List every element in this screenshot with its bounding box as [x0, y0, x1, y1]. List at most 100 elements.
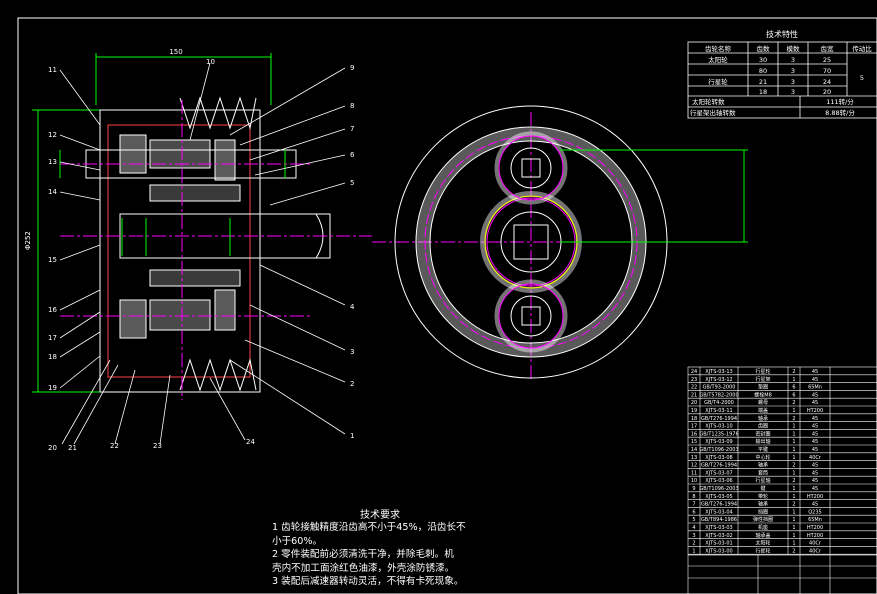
parts-list-cell: 弹性挡圈: [753, 516, 773, 523]
parts-list-cell: 1: [792, 517, 795, 523]
balloon-labels-right: 9 8 7 6 5 4 3 2 1: [350, 64, 355, 440]
balloon-labels-left: 11 12 13 14 15 16 17 18 19: [48, 66, 57, 392]
parts-list-cell: 18: [691, 416, 697, 422]
parts-list-cell: 挡圈: [758, 508, 768, 515]
parts-list-cell: 45: [812, 439, 818, 445]
balloon-8: 8: [350, 102, 354, 110]
parts-list-cell: 15: [691, 439, 697, 445]
tech-line-2: 小于60%。: [272, 535, 323, 547]
spec-header-1: 齿数: [757, 44, 771, 53]
parts-list-cell: GB/T276-1994: [701, 502, 737, 508]
parts-list-cell: 22: [691, 385, 697, 391]
parts-list-cell: 3: [692, 533, 695, 539]
spec-cell: 18: [759, 88, 767, 96]
parts-list-cell: 6: [792, 392, 795, 398]
parts-list-cell: 45: [812, 502, 818, 508]
spec-cell: 21: [759, 78, 767, 86]
balloon-19: 19: [48, 384, 57, 392]
spec-cell: 20: [823, 88, 831, 96]
parts-list-cell: 40Cr: [809, 455, 822, 461]
speed-label: 行星架出轴转数: [690, 108, 736, 117]
spec-table: [687, 41, 877, 119]
parts-list-cell: XJTS-03-06: [705, 478, 732, 484]
tech-requirements-text: 1 齿轮接触精度沿齿高不小于45%，沿齿长不 小于60%。 2 零件装配前必须清…: [272, 521, 502, 589]
balloon-24: 24: [246, 438, 255, 446]
parts-list-cell: XJTS-03-10: [705, 424, 732, 430]
parts-list-cell: 45: [812, 447, 818, 453]
parts-list-cell: GB/T894-1986: [701, 517, 737, 523]
dimension-left-height: Φ252: [24, 231, 32, 250]
parts-list-cell: XJTS-03-09: [705, 439, 732, 445]
parts-list-cell: 键: [760, 485, 765, 492]
parts-list-grid: [687, 366, 877, 555]
balloon-4: 4: [350, 303, 355, 311]
parts-list-cell: 2: [692, 541, 695, 547]
sectional-view: [32, 53, 372, 400]
front-view: [372, 105, 748, 380]
spec-header-0: 齿轮名称: [705, 44, 732, 53]
parts-list-cell: 带轮: [758, 493, 768, 500]
parts-list-cell: 1: [792, 408, 795, 414]
parts-list-cell: 套筒: [758, 469, 768, 476]
parts-list-cell: 65Mn: [808, 385, 822, 391]
parts-list-cell: 23: [691, 377, 697, 383]
parts-list-cell: 8: [692, 494, 695, 500]
balloon-17: 17: [48, 334, 57, 342]
spec-cell: 3: [791, 78, 795, 86]
parts-list-cell: 端盖: [758, 407, 768, 414]
spec-cell: 30: [759, 56, 767, 64]
title-block: [687, 554, 877, 594]
speed-label: 太阳轮转数: [692, 97, 725, 106]
parts-list-cell: 齿圈: [758, 424, 768, 430]
parts-list-cell: 45: [812, 431, 818, 437]
parts-list-cell: XJTS-03-04: [705, 509, 732, 515]
parts-list-cell: 机座: [758, 524, 768, 531]
parts-list-cell: 19: [691, 408, 697, 414]
parts-list-cell: 45: [812, 377, 818, 383]
parts-list-cell: 1: [792, 525, 795, 531]
spec-cell: 3: [791, 67, 795, 75]
parts-list-cell: 45: [812, 463, 818, 469]
parts-list-cell: 5: [692, 517, 695, 523]
parts-list-cell: 螺栓M8: [754, 391, 772, 398]
tech-requirements-title: 技术要求: [360, 510, 400, 521]
speed-value: 111转/分: [826, 97, 854, 106]
parts-list-cell: XJTS-03-03: [705, 525, 732, 531]
balloon-10: 10: [206, 58, 215, 66]
parts-list-cell: 2: [792, 548, 795, 554]
parts-list-cell: 平键: [758, 446, 768, 453]
parts-list-cell: 7: [692, 502, 695, 508]
balloon-12: 12: [48, 131, 57, 139]
parts-list-cell: 11: [691, 470, 697, 476]
balloon-20: 20: [48, 444, 57, 452]
balloon-7: 7: [350, 125, 354, 133]
parts-list-cell: Q235: [808, 509, 821, 515]
parts-list-cell: 24: [691, 369, 697, 375]
parts-list-cell: GB/T276-1994: [701, 416, 737, 422]
balloon-21: 21: [68, 444, 77, 452]
parts-list-cell: 40Cr: [809, 548, 822, 554]
balloon-labels-bottom: 20 21 22 23 24: [48, 438, 255, 452]
spec-cell: 太阳轮: [708, 55, 728, 64]
parts-list-cell: 行星轴: [755, 477, 770, 484]
parts-list-cell: 45: [812, 392, 818, 398]
balloon-5: 5: [350, 179, 354, 187]
balloon-15: 15: [48, 256, 57, 264]
parts-list-cell: 1: [792, 424, 795, 430]
parts-list-cell: 密封圈: [755, 430, 770, 437]
tech-line-5: 3 装配后减速器转动灵活，不得有卡死现象。: [272, 576, 464, 588]
parts-list-cell: GB/T1235-1976: [699, 431, 738, 437]
spec-header-4: 传动比: [852, 44, 872, 53]
parts-list-cell: GB/T4-2000: [704, 400, 734, 406]
parts-list-cell: XJTS-03-08: [705, 455, 732, 461]
tech-line-4: 壳内不加工面涂红色油漆，外壳涂防锈漆。: [272, 562, 455, 574]
parts-list-cell: 2: [792, 478, 795, 484]
parts-list-cell: 螺母: [758, 399, 768, 406]
parts-list-cell: HT200: [807, 525, 823, 531]
parts-list-cell: 2: [792, 416, 795, 422]
parts-list-cell: 20: [691, 400, 697, 406]
parts-list-cell: 太阳轮: [755, 540, 770, 547]
parts-list-cell: 1: [792, 509, 795, 515]
parts-list-cell: GB/T1096-2003: [699, 486, 738, 492]
